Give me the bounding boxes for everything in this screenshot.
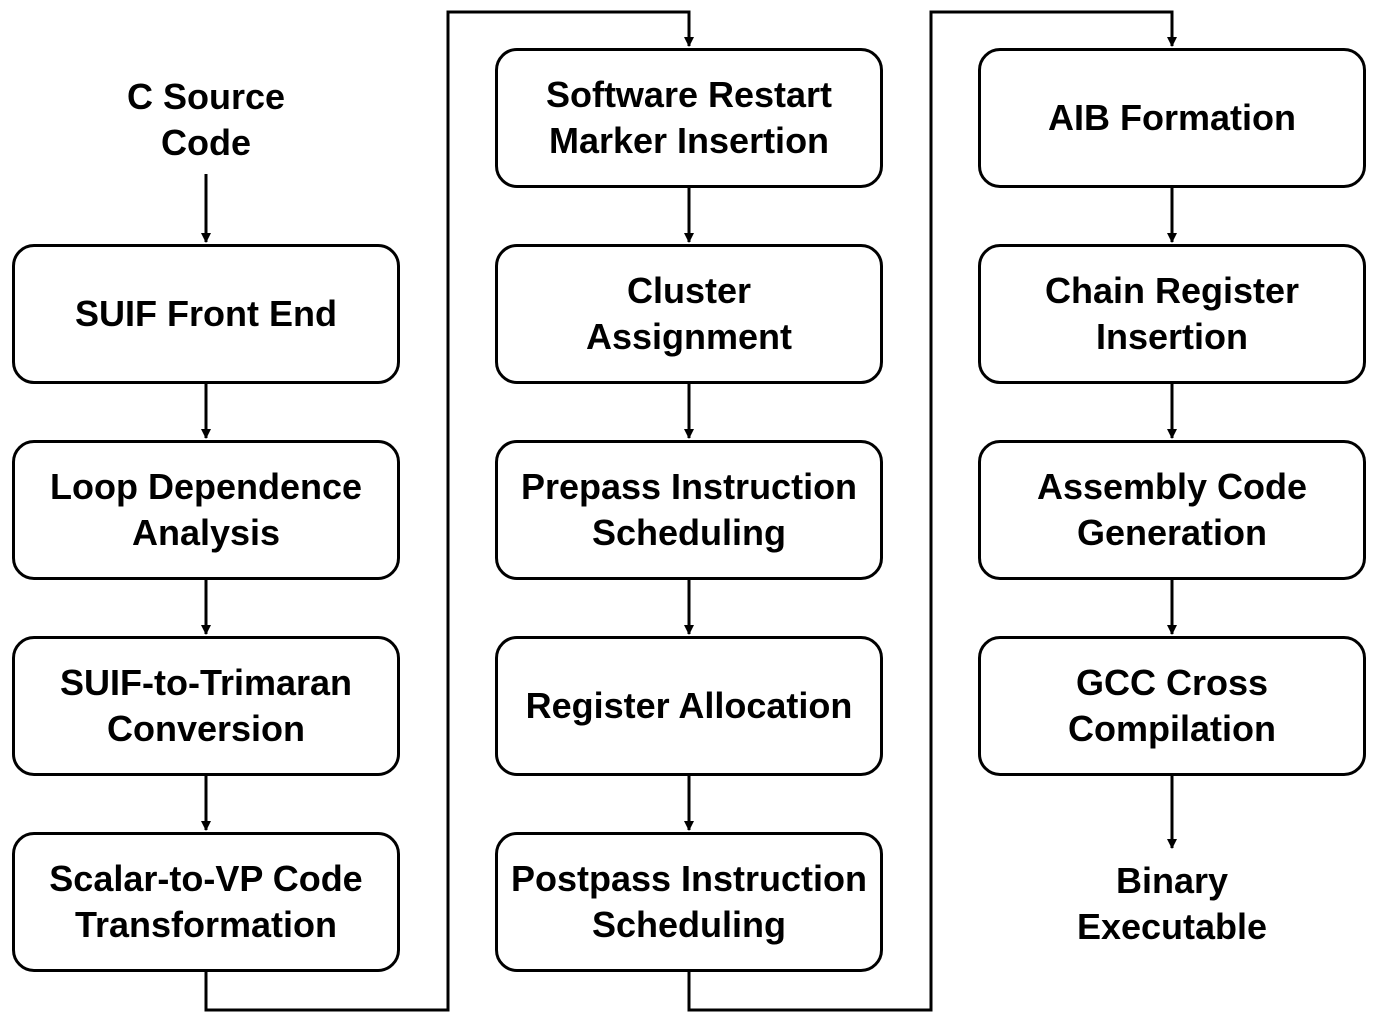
- step-aib-formation: AIB Formation: [978, 48, 1366, 188]
- step-gcc-cross-compilation: GCC Cross Compilation: [978, 636, 1366, 776]
- arrow-column1-to-column2: [204, 10, 694, 1012]
- step-cluster-assignment: Cluster Assignment: [495, 244, 883, 384]
- step-scalar-to-vp-transformation: Scalar-to-VP Code Transformation: [12, 832, 400, 972]
- step-software-restart-marker-insertion: Software Restart Marker Insertion: [495, 48, 883, 188]
- step-loop-dependence-analysis: Loop Dependence Analysis: [12, 440, 400, 580]
- output-label: Binary Executable: [1076, 860, 1268, 947]
- step-chain-register-insertion: Chain Register Insertion: [978, 244, 1366, 384]
- step-prepass-instruction-scheduling: Prepass Instruction Scheduling: [495, 440, 883, 580]
- step-suif-front-end: SUIF Front End: [12, 244, 400, 384]
- arrow-column2-to-column3: [687, 10, 1177, 1012]
- step-register-allocation: Register Allocation: [495, 636, 883, 776]
- input-label: C Source Code: [126, 76, 286, 163]
- step-assembly-code-generation: Assembly Code Generation: [978, 440, 1366, 580]
- step-suif-to-trimaran-conversion: SUIF-to-Trimaran Conversion: [12, 636, 400, 776]
- step-postpass-instruction-scheduling: Postpass Instruction Scheduling: [495, 832, 883, 972]
